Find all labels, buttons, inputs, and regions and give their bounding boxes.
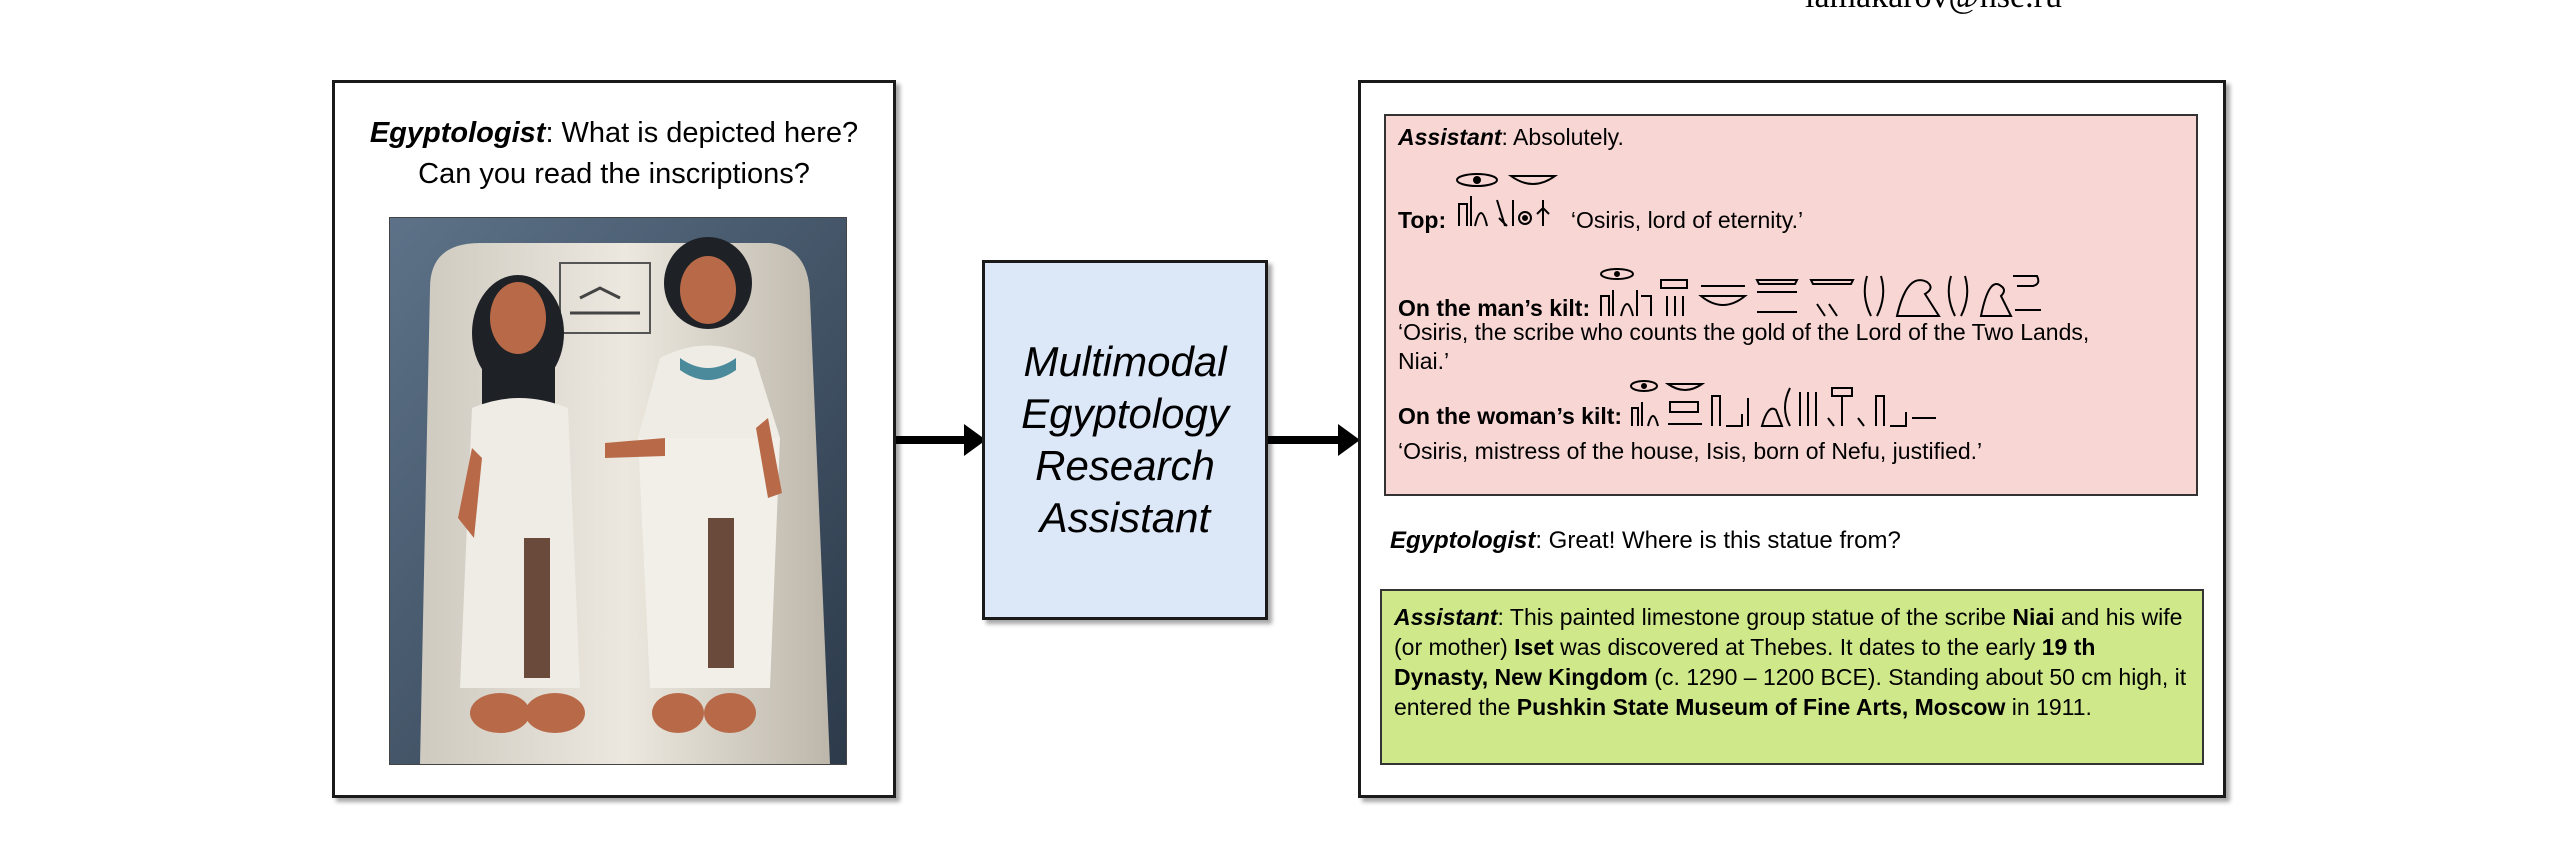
- opening-text: : Absolutely.: [1501, 124, 1624, 150]
- question-text: Egyptologist: What is depicted here? Can…: [335, 113, 893, 195]
- hieroglyph-icon: [1599, 268, 2041, 317]
- speaker-label: Assistant: [1398, 124, 1502, 150]
- label-line: Multimodal: [1023, 338, 1227, 385]
- assistant-reply-inscriptions: Assistant: Absolutely. Top: ‘Osiris, lor…: [1384, 114, 2198, 496]
- assistant-system-box: Multimodal Egyptology Research Assistant: [982, 260, 1268, 620]
- reply-text: was discovered at Thebes. It dates to th…: [1553, 634, 2042, 660]
- highlight-text: Niai: [2012, 604, 2055, 630]
- assistant-system-label: Multimodal Egyptology Research Assistant: [985, 263, 1265, 617]
- statue-photo: [389, 217, 847, 765]
- highlight-text: 19 th Dynasty, New Kingdom: [1394, 634, 2096, 690]
- inscription-label: Top: [1398, 207, 1439, 233]
- woman-kilt-inscription: On the woman’s kilt:: [1398, 378, 1948, 430]
- highlight-text: Iset: [1514, 634, 1554, 660]
- assistant-reply-provenance: Assistant: This painted limestone group …: [1380, 589, 2204, 765]
- question-line-2: Can you read the inscriptions?: [418, 158, 810, 190]
- reply-opening: Assistant: Absolutely.: [1398, 124, 1624, 151]
- woman-kilt-translation: ‘Osiris, mistress of the house, Isis, bo…: [1398, 438, 1983, 464]
- label-line: Research: [1035, 442, 1215, 489]
- speaker-label: Egyptologist: [369, 117, 546, 149]
- inscription-label: On the woman’s kilt: [1398, 403, 1615, 429]
- speaker-label: Assistant: [1394, 604, 1498, 630]
- arrow-right-icon: [1268, 424, 1360, 456]
- reply-text: in 1911.: [2005, 694, 2092, 720]
- reply-text: : This painted limestone group statue of…: [1497, 604, 2013, 630]
- author-email: lamakarov@hse.ru: [1805, 0, 2062, 16]
- question-panel: Egyptologist: What is depicted here? Can…: [332, 80, 896, 798]
- speaker-label: Egyptologist: [1390, 527, 1536, 554]
- man-kilt-translation-line2: Niai.’: [1398, 348, 1450, 374]
- highlight-text: Pushkin State Museum of Fine Arts, Mosco…: [1516, 694, 2006, 720]
- arrow-right-icon: [896, 424, 986, 456]
- man-kilt-inscription: On the man’s kilt:: [1398, 266, 2177, 322]
- reply-text: (c. 1290 – 1200 BCE). Standing about 50 …: [1394, 664, 2187, 720]
- top-inscription: Top: ‘Osiris, lord of eternity.’: [1398, 170, 1803, 234]
- reply-text: and his wife (or mother): [1394, 604, 2183, 660]
- translation-text: ‘Osiris, lord of eternity.’: [1570, 207, 1804, 233]
- label-line: Egyptology: [1021, 390, 1229, 437]
- followup-text: : Great! Where is this statue from?: [1535, 527, 1901, 554]
- hieroglyph-icon: [1630, 380, 1937, 427]
- question-line-1: : What is depicted here?: [545, 117, 859, 149]
- egyptologist-followup: Egyptologist: Great! Where is this statu…: [1390, 527, 1901, 555]
- inscription-label: On the man’s kilt: [1398, 295, 1583, 321]
- man-kilt-translation-line1: ‘Osiris, the scribe who counts the gold …: [1398, 319, 2090, 345]
- label-line: Assistant: [1039, 494, 1211, 541]
- hieroglyph-icon: [1455, 173, 1558, 227]
